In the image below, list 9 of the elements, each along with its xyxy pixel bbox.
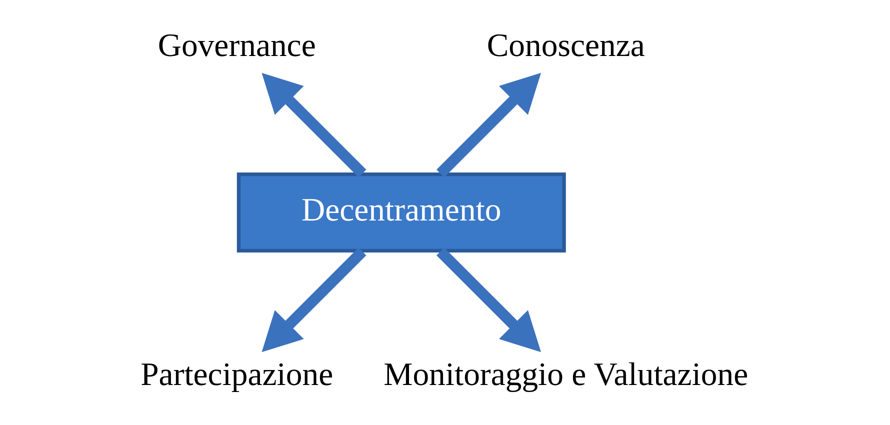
arrow	[262, 248, 366, 352]
arrow	[262, 72, 366, 178]
arrow	[436, 248, 542, 352]
node-text: Monitoraggio e Valutazione	[384, 357, 748, 394]
node-text: Governance	[158, 28, 316, 64]
node-text: Partecipazione	[140, 357, 334, 394]
node-text: Conoscenza	[486, 28, 645, 64]
arrow	[436, 72, 542, 178]
node-box: Decentramento	[236, 172, 566, 252]
